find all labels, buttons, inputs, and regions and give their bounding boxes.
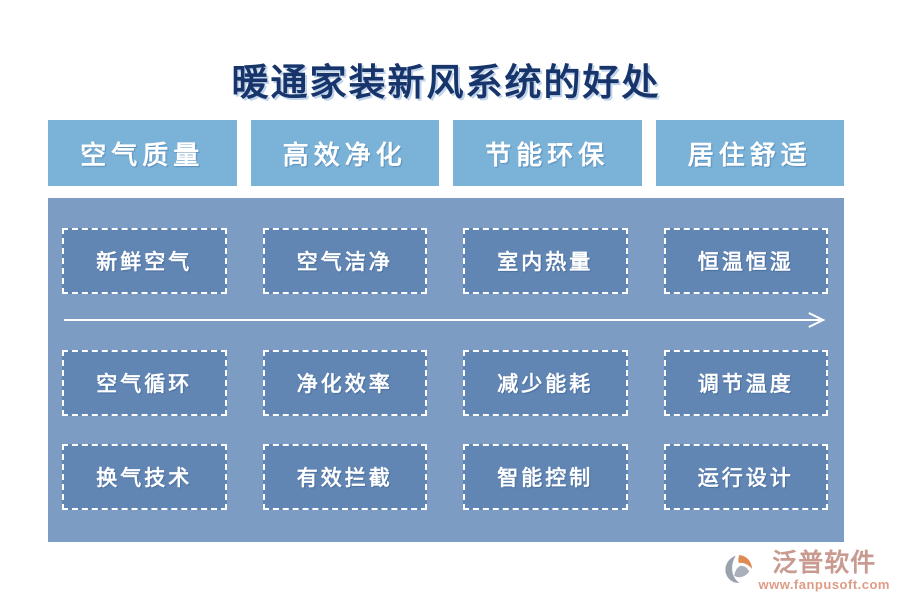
category-header-comfort: 居住舒适 bbox=[655, 120, 844, 186]
category-header-row: 空气质量 高效净化 节能环保 居住舒适 bbox=[48, 120, 844, 186]
brand-watermark: 泛普软件 www.fanpusoft.com bbox=[722, 549, 890, 592]
brand-website: www.fanpusoft.com bbox=[758, 577, 890, 592]
benefit-box-air-circulation: 空气循环 bbox=[62, 350, 227, 416]
category-header-energy-saving: 节能环保 bbox=[453, 120, 642, 186]
benefit-box-smart-control: 智能控制 bbox=[463, 444, 628, 510]
benefit-box-effective-block: 有效拦截 bbox=[262, 444, 427, 510]
benefit-box-adjust-temp: 调节温度 bbox=[663, 350, 828, 416]
benefit-box-purify-efficiency: 净化效率 bbox=[262, 350, 427, 416]
infographic: 暖通家装新风系统的好处 空气质量 高效净化 节能环保 居住舒适 新鲜空气 空气洁… bbox=[48, 0, 844, 542]
benefit-box-reduce-energy: 减少能耗 bbox=[463, 350, 628, 416]
benefit-row-2: 空气循环 净化效率 减少能耗 调节温度 bbox=[62, 350, 828, 416]
category-header-air-quality: 空气质量 bbox=[48, 120, 237, 186]
benefit-box-operation-design: 运行设计 bbox=[663, 444, 828, 510]
benefit-box-indoor-heat: 室内热量 bbox=[463, 228, 628, 294]
benefit-box-ventilation-tech: 换气技术 bbox=[62, 444, 227, 510]
fanpu-logo-icon bbox=[725, 554, 753, 583]
benefit-box-constant-temp-humidity: 恒温恒湿 bbox=[663, 228, 828, 294]
benefit-box-fresh-air: 新鲜空气 bbox=[62, 228, 227, 294]
brand-name: 泛普软件 bbox=[772, 549, 877, 577]
benefits-panel: 新鲜空气 空气洁净 室内热量 恒温恒湿 空气循环 净化效率 减少能耗 调节温度 … bbox=[48, 198, 844, 542]
benefit-row-3: 换气技术 有效拦截 智能控制 运行设计 bbox=[62, 444, 828, 510]
benefit-box-clean-air: 空气洁净 bbox=[262, 228, 427, 294]
benefit-row-1: 新鲜空气 空气洁净 室内热量 恒温恒湿 bbox=[62, 228, 828, 294]
flow-arrow-icon bbox=[63, 312, 826, 328]
page-title: 暖通家装新风系统的好处 bbox=[231, 63, 661, 104]
brand-text-column: 泛普软件 www.fanpusoft.com bbox=[758, 549, 890, 592]
category-header-purification: 高效净化 bbox=[250, 120, 439, 186]
